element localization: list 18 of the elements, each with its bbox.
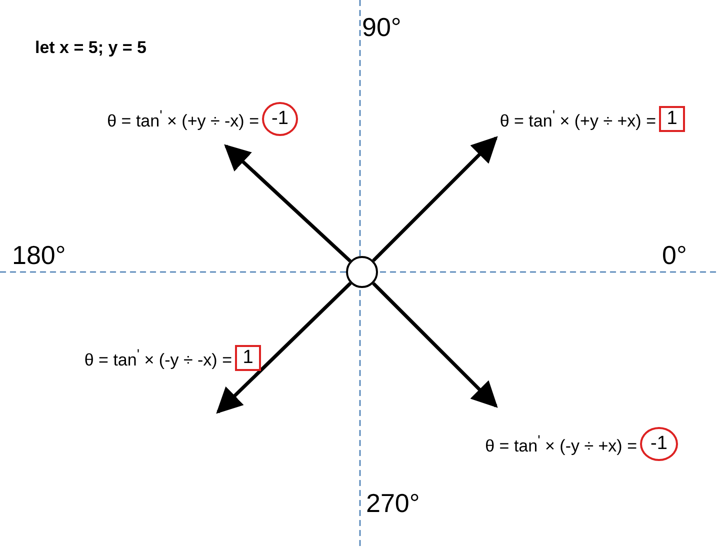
- formula-text: θ = tan$^{'}$ × (+y ÷ -x) =: [107, 108, 259, 132]
- origin-circle: [346, 256, 378, 288]
- arrow: [216, 282, 352, 414]
- angle-label: 90°: [362, 12, 402, 43]
- note-text: let x = 5; y = 5: [35, 38, 147, 58]
- formula-text: θ = tan$^{'}$ × (-y ÷ -x) =: [84, 347, 232, 371]
- result-value: 1: [235, 345, 261, 371]
- arrow: [224, 144, 352, 262]
- arrow: [372, 282, 498, 408]
- result-value: -1: [640, 427, 678, 461]
- formula-text: θ = tan$^{'}$ × (+y ÷ +x) =: [500, 108, 656, 132]
- result-value: -1: [262, 102, 298, 136]
- angle-label: 270°: [366, 488, 420, 519]
- formula-text: θ = tan$^{'}$ × (-y ÷ +x) =: [485, 433, 637, 457]
- arrow: [372, 136, 498, 262]
- result-value: 1: [659, 106, 685, 132]
- angle-label: 180°: [12, 240, 66, 271]
- angle-label: 0°: [662, 240, 687, 271]
